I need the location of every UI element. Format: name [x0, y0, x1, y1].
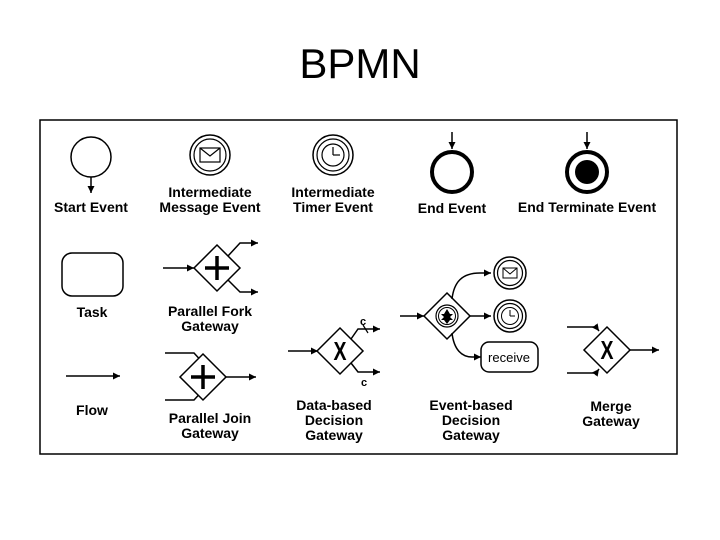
event-based-decision-gateway-label-line2: Decision — [442, 412, 500, 428]
data-based-decision-gateway-label-line1: Data-based — [296, 397, 371, 413]
envelope-icon — [199, 147, 221, 163]
envelope-icon — [502, 267, 518, 279]
end-terminate-event-label: End Terminate Event — [518, 199, 657, 215]
event-based-decision-gateway-symbol — [400, 256, 539, 373]
event-based-decision-gateway-label-line3: Gateway — [442, 427, 500, 443]
data-based-decision-gateway-label-line3: Gateway — [305, 427, 363, 443]
merge-gateway-symbol: X — [567, 323, 659, 377]
end-terminate-event-symbol — [565, 132, 609, 194]
x-marker-icon: X — [333, 336, 347, 365]
plus-icon — [205, 256, 229, 280]
parallel-fork-gateway-label-line1: Parallel Fork — [168, 303, 252, 319]
merge-gateway-label-line2: Gateway — [582, 413, 640, 429]
start-event-symbol — [70, 136, 112, 193]
plus-icon — [191, 365, 215, 389]
event-based-decision-gateway-label-line1: Event-based — [429, 397, 512, 413]
intermediate-message-event-symbol — [189, 134, 231, 176]
legend-frame — [39, 119, 678, 455]
parallel-join-gateway-symbol — [165, 352, 256, 402]
condition-label-upper: c — [360, 316, 366, 328]
star-icon — [441, 309, 453, 324]
parallel-fork-gateway-label-line2: Gateway — [181, 318, 239, 334]
data-based-decision-gateway-label-line2: Decision — [305, 412, 363, 428]
intermediate-message-event-label-line1: Intermediate — [168, 184, 251, 200]
parallel-join-gateway-label-line2: Gateway — [181, 425, 239, 441]
task-label: Task — [77, 304, 108, 320]
receive-task-label: receive — [488, 350, 530, 365]
end-event-label: End Event — [418, 200, 487, 216]
clock-icon — [501, 307, 519, 325]
x-marker-icon: X — [600, 335, 614, 364]
intermediate-timer-event-label-line2: Timer Event — [293, 199, 373, 215]
end-event-symbol — [430, 132, 474, 194]
page-title: BPMN — [299, 40, 421, 87]
parallel-join-gateway-label-line1: Parallel Join — [169, 410, 251, 426]
condition-label-lower: c — [361, 377, 367, 389]
data-based-decision-gateway-symbol: X — [288, 324, 380, 376]
parallel-fork-gateway-symbol — [163, 239, 258, 296]
intermediate-message-event-label-line2: Message Event — [159, 199, 260, 215]
clock-icon — [321, 143, 345, 167]
start-event-label: Start Event — [54, 199, 128, 215]
flow-label: Flow — [76, 402, 108, 418]
intermediate-timer-event-symbol — [312, 134, 354, 176]
intermediate-timer-event-label-line1: Intermediate — [291, 184, 374, 200]
merge-gateway-label-line1: Merge — [590, 398, 631, 414]
task-symbol — [61, 252, 124, 297]
